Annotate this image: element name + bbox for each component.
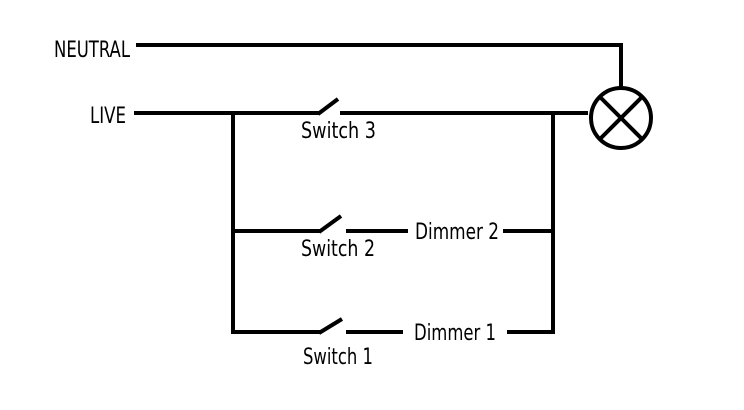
switch-3-label: Switch 3: [301, 119, 376, 144]
switch-2-label: Switch 2: [301, 237, 375, 262]
lamp-icon: [589, 86, 653, 150]
switch-1-label: Switch 1: [303, 345, 373, 370]
neutral-label: NEUTRAL: [54, 38, 130, 63]
switch-3-icon: [316, 97, 340, 116]
dimmer-2-label: Dimmer 2: [415, 220, 499, 245]
dimmer-1-label: Dimmer 1: [414, 321, 496, 346]
live-label: LIVE: [90, 104, 126, 129]
switch-2-icon: [317, 214, 343, 234]
switch-1-icon: [317, 317, 344, 335]
neutral-line: [136, 43, 623, 90]
